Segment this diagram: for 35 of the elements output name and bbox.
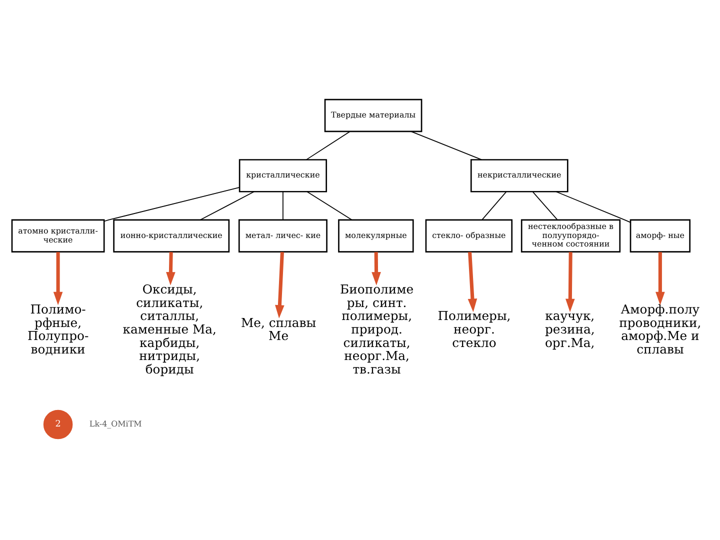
node-text: Оксиды, силикаты, ситаллы, каменные Ма, карбиды, нитриды, бориды: [122, 282, 216, 376]
node-box: атомно кристалли- ческие: [11, 219, 105, 252]
connector: [200, 191, 254, 220]
connector: [104, 186, 240, 222]
connector: [306, 131, 350, 160]
node-box: ионно-кристаллические: [113, 219, 230, 252]
arrow: [166, 252, 176, 286]
node-box: некристаллические: [470, 159, 568, 192]
node-box: нестеклообразные в полуупорядо- ченном состоянии: [520, 219, 621, 252]
connector: [282, 192, 284, 220]
node-text: Аморф.полу проводники, аморф.Me и сплавы: [619, 302, 702, 356]
arrow: [566, 252, 575, 312]
node-box: метал- личес- кие: [238, 219, 328, 252]
connector: [532, 192, 558, 220]
connector: [556, 191, 631, 223]
connector: [482, 192, 507, 220]
arrow: [372, 252, 381, 286]
node-text: каучук, резина, орг.Ма,: [544, 308, 595, 350]
arrow: [656, 252, 665, 306]
node-box: кристаллические: [238, 159, 328, 192]
node-text: Полимо- рфные, Полупро- водники: [27, 302, 89, 356]
arrow: [53, 252, 63, 306]
node-box: стекло- образные: [425, 219, 513, 252]
node-text: Me, сплавы Me: [240, 314, 316, 344]
label: Lk-4_OMiTM: [89, 419, 142, 428]
connector: [306, 191, 352, 220]
connector: [410, 131, 482, 160]
node-box: молекулярные: [338, 219, 414, 252]
node-box: Твердые материалы: [324, 98, 422, 132]
label: 2: [55, 420, 61, 430]
node-text: Биополиме ры, синт. полимеры, природ. силикаты, неорг.Ма, тв.газы: [340, 282, 414, 376]
node-box: аморф- ные: [630, 219, 690, 252]
node-text: Полимеры, неорг. стекло: [438, 308, 511, 350]
arrow: [275, 252, 284, 318]
arrow: [468, 252, 478, 312]
